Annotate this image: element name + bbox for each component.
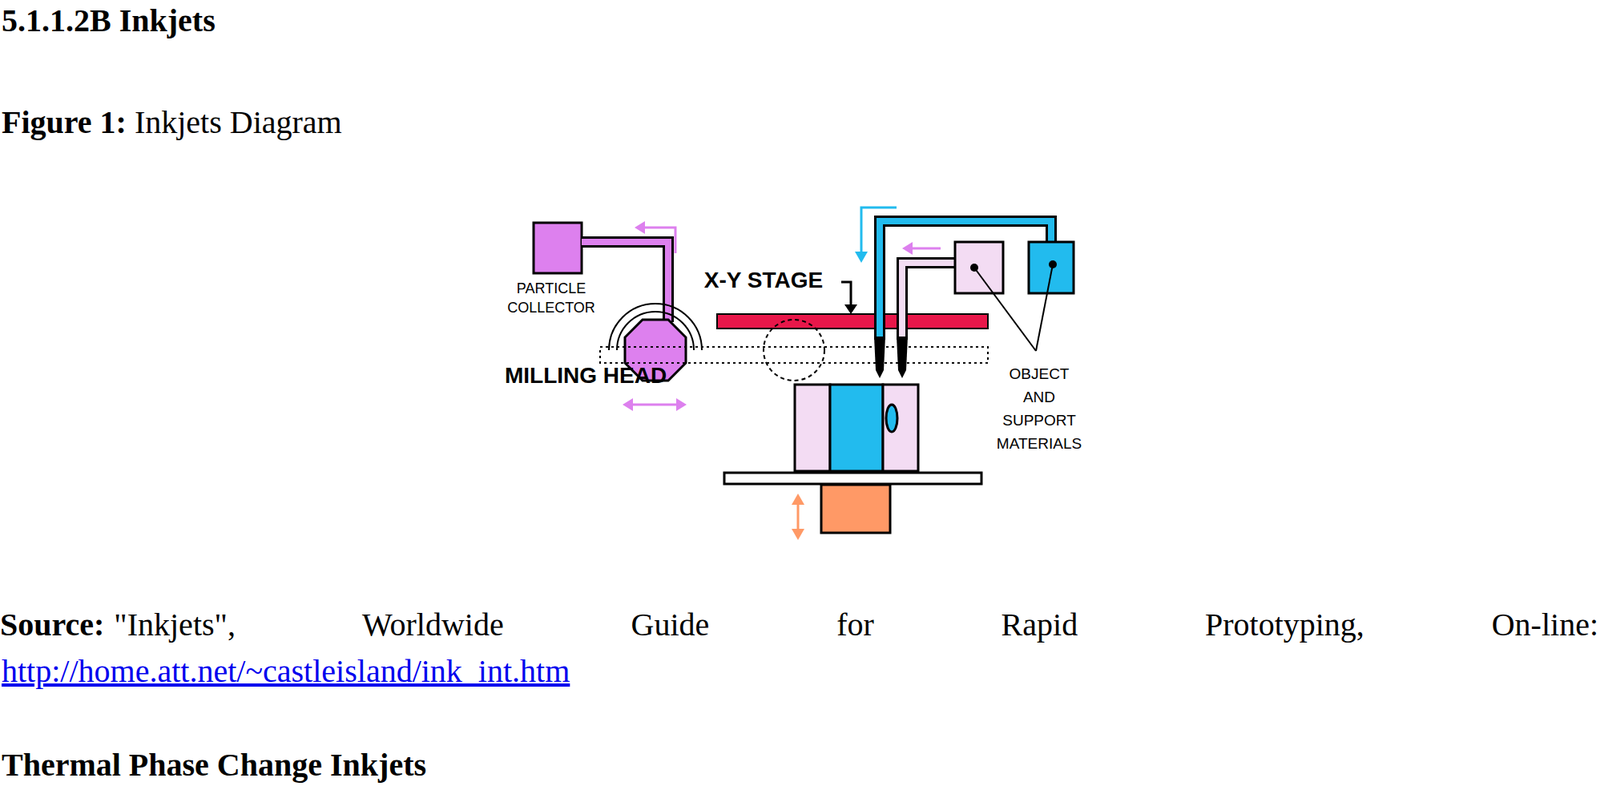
support-material [794, 384, 831, 472]
source-text: "Inkjets", Worldwide Guide for Rapid Pro… [113, 606, 1599, 644]
nozzle [874, 336, 886, 379]
figure-caption: Inkjets Diagram [134, 104, 343, 142]
source-label: Source: [0, 606, 105, 644]
elevator [821, 484, 891, 533]
part-label: PARTICLE COLLECTOR [507, 278, 596, 318]
support-reservoir [955, 241, 1004, 294]
particle-collector [533, 222, 582, 274]
part-label: MILLING HEAD [504, 362, 667, 390]
part-label: OBJECT AND SUPPORT MATERIALS [996, 362, 1082, 456]
figure-number: Figure 1: [1, 104, 127, 142]
motion-arrow [629, 403, 680, 407]
build-platform [724, 472, 982, 484]
section-heading: 5.1.1.2B Inkjets [1, 2, 216, 40]
object-reservoir [1028, 241, 1074, 294]
travel-path [600, 346, 988, 363]
section-heading: Thermal Phase Change Inkjets [1, 746, 427, 784]
source-line: Source:"Inkjets", Worldwide Guide for Ra… [0, 606, 1599, 644]
source-url: http://home.att.net/~castleisland/ink_in… [1, 652, 570, 690]
x-y-stage [717, 314, 988, 329]
object-material [830, 384, 883, 472]
nozzle [896, 336, 908, 379]
part-label: X-Y STAGE [704, 266, 823, 295]
